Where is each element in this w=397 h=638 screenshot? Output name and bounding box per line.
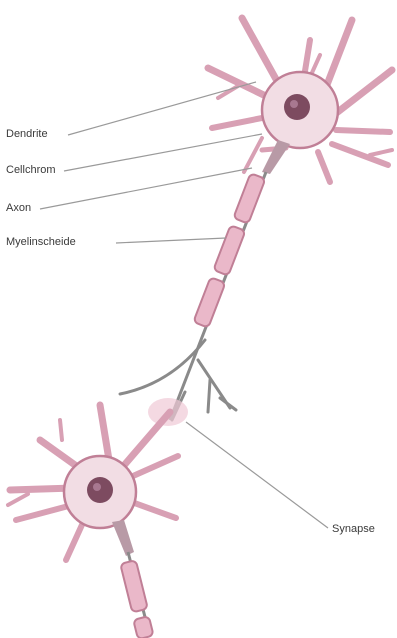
label-axon: Axon xyxy=(6,202,31,215)
lower-nucleus xyxy=(87,477,113,503)
upper-nucleus xyxy=(284,94,310,120)
label-cellchrom: Cellchrom xyxy=(6,164,56,177)
upper-nucleolus xyxy=(290,100,298,108)
lower-nucleolus xyxy=(93,483,101,491)
label-synapse: Synapse xyxy=(332,523,375,536)
label-myelinscheide: Myelinscheide xyxy=(6,236,76,249)
axon xyxy=(170,172,266,420)
upper-neuron xyxy=(208,18,392,182)
myelin-sheath xyxy=(193,173,265,328)
upper-axon-hillock xyxy=(262,140,290,174)
lower-axon-hillock xyxy=(112,520,134,556)
label-dendrite: Dendrite xyxy=(6,128,48,141)
lower-neuron xyxy=(8,405,178,638)
lower-myelin-sheath xyxy=(120,560,153,638)
